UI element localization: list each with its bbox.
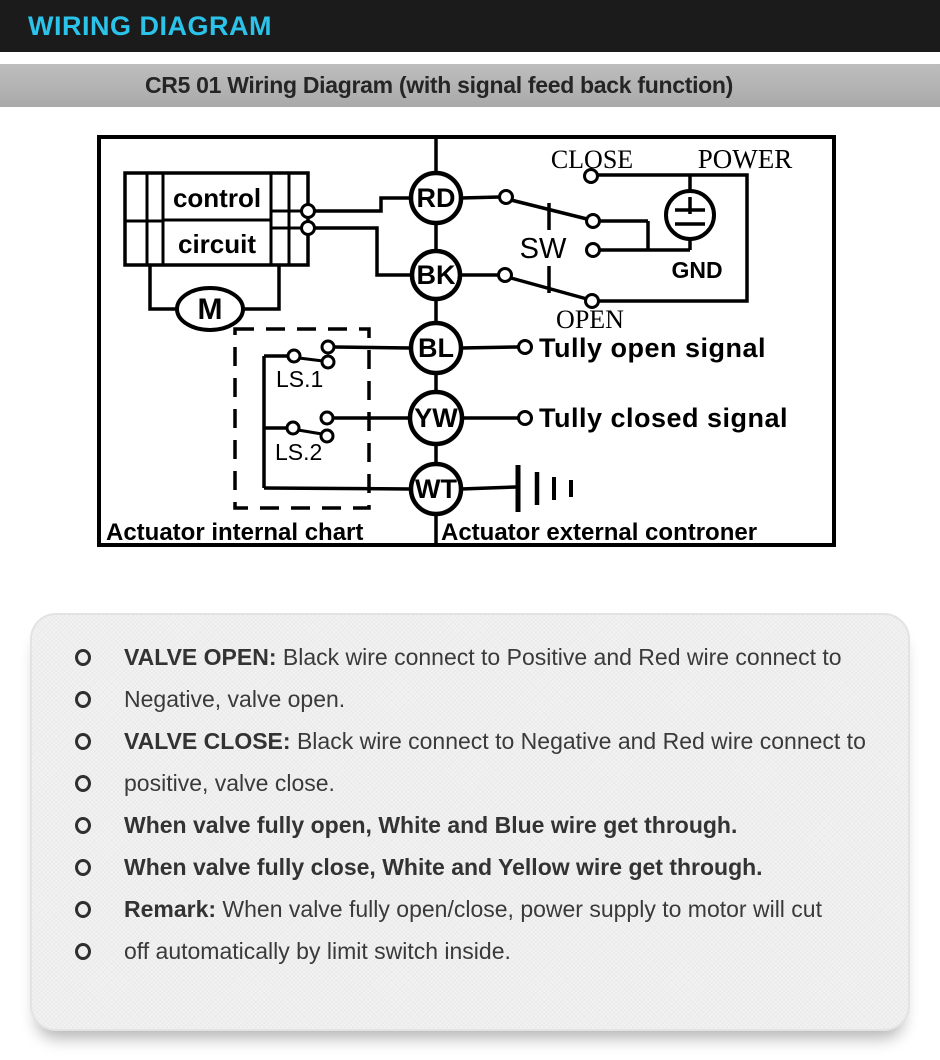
close-label: CLOSE bbox=[551, 145, 633, 174]
limit-switch-box: LS.1 LS.2 bbox=[233, 327, 412, 510]
bullet-ring-icon bbox=[75, 690, 91, 708]
note-item: VALVE CLOSE: Black wire connect to Negat… bbox=[32, 720, 908, 762]
wire-nodes: RD BK BL YW WT bbox=[407, 170, 465, 517]
page-title: WIRING DIAGRAM bbox=[28, 10, 272, 41]
note-text: VALVE OPEN: Black wire connect to Positi… bbox=[124, 643, 842, 670]
yw-node bbox=[407, 389, 465, 447]
control-circuit-box: control circuit bbox=[123, 171, 316, 267]
caption-internal: Actuator internal chart bbox=[106, 519, 363, 546]
bullet-ring-icon bbox=[75, 816, 91, 834]
note-text: When valve fully open, White and Blue wi… bbox=[124, 811, 738, 838]
note-item: Negative, valve open. bbox=[32, 678, 908, 720]
open-terminal bbox=[584, 293, 600, 309]
caption-external: Actuator external controner bbox=[441, 519, 757, 546]
control-terminal-top bbox=[300, 203, 316, 219]
bk-node bbox=[409, 248, 463, 302]
note-text: positive, valve close. bbox=[124, 769, 335, 796]
fully-closed-signal-label: Tully closed signal bbox=[539, 403, 788, 433]
motor: M bbox=[148, 265, 281, 332]
diagram-frame bbox=[97, 135, 836, 547]
bullet-ring-icon bbox=[75, 774, 91, 792]
notes-panel: VALVE OPEN: Black wire connect to Positi… bbox=[30, 613, 910, 1031]
diagram-subtitle: CR5 01 Wiring Diagram (with signal feed … bbox=[144, 72, 734, 98]
ls1-label: LS.1 bbox=[276, 366, 323, 392]
bullet-ring-icon bbox=[75, 648, 91, 666]
note-item: Remark: When valve fully open/close, pow… bbox=[32, 888, 908, 930]
signal-leads: Tully open signal Tully closed signal bbox=[460, 333, 788, 433]
note-text: Negative, valve open. bbox=[124, 685, 346, 712]
note-text: VALVE CLOSE: Black wire connect to Negat… bbox=[124, 727, 866, 754]
note-item: When valve fully open, White and Blue wi… bbox=[32, 804, 908, 846]
control-terminal-bottom bbox=[300, 220, 316, 236]
wt-node bbox=[408, 461, 464, 517]
bullet-ring-icon bbox=[75, 900, 91, 918]
note-item: positive, valve close. bbox=[32, 762, 908, 804]
circuit-label: circuit bbox=[178, 229, 256, 259]
wire-to-rd bbox=[315, 196, 412, 213]
bl-node bbox=[408, 320, 464, 376]
note-text: When valve fully close, White and Yellow… bbox=[124, 853, 763, 880]
svg-text:BL: BL bbox=[418, 333, 454, 363]
bullet-ring-icon bbox=[75, 732, 91, 750]
rd-node bbox=[408, 170, 464, 226]
control-label: control bbox=[173, 183, 261, 213]
gnd-label: GND bbox=[671, 257, 722, 283]
ls2-label: LS.2 bbox=[275, 439, 322, 465]
power-label: POWER bbox=[698, 144, 793, 174]
motor-label: M bbox=[198, 293, 223, 326]
power-supply: POWER GND bbox=[597, 144, 793, 303]
wiring-diagram: control circuit M SW CLOSE OPEN bbox=[97, 135, 836, 547]
svg-text:WT: WT bbox=[415, 474, 457, 504]
sw-label: SW bbox=[520, 233, 567, 265]
header-bar: WIRING DIAGRAM bbox=[0, 0, 940, 52]
power-switch: SW CLOSE OPEN bbox=[460, 145, 633, 334]
bullet-ring-icon bbox=[75, 858, 91, 876]
subtitle-bar: CR5 01 Wiring Diagram (with signal feed … bbox=[0, 64, 940, 107]
note-item: VALVE OPEN: Black wire connect to Positi… bbox=[32, 636, 908, 678]
note-item: off automatically by limit switch inside… bbox=[32, 930, 908, 972]
wire-to-bk bbox=[315, 226, 413, 277]
note-text: Remark: When valve fully open/close, pow… bbox=[124, 895, 822, 922]
bullet-ring-icon bbox=[75, 942, 91, 960]
svg-text:RD: RD bbox=[417, 183, 456, 213]
svg-text:YW: YW bbox=[414, 403, 458, 433]
note-text: off automatically by limit switch inside… bbox=[124, 937, 511, 964]
svg-text:BK: BK bbox=[417, 260, 456, 290]
open-label: OPEN bbox=[556, 305, 624, 334]
ground-symbol bbox=[460, 465, 573, 512]
fully-open-signal-label: Tully open signal bbox=[539, 333, 766, 363]
note-item: When valve fully close, White and Yellow… bbox=[32, 846, 908, 888]
